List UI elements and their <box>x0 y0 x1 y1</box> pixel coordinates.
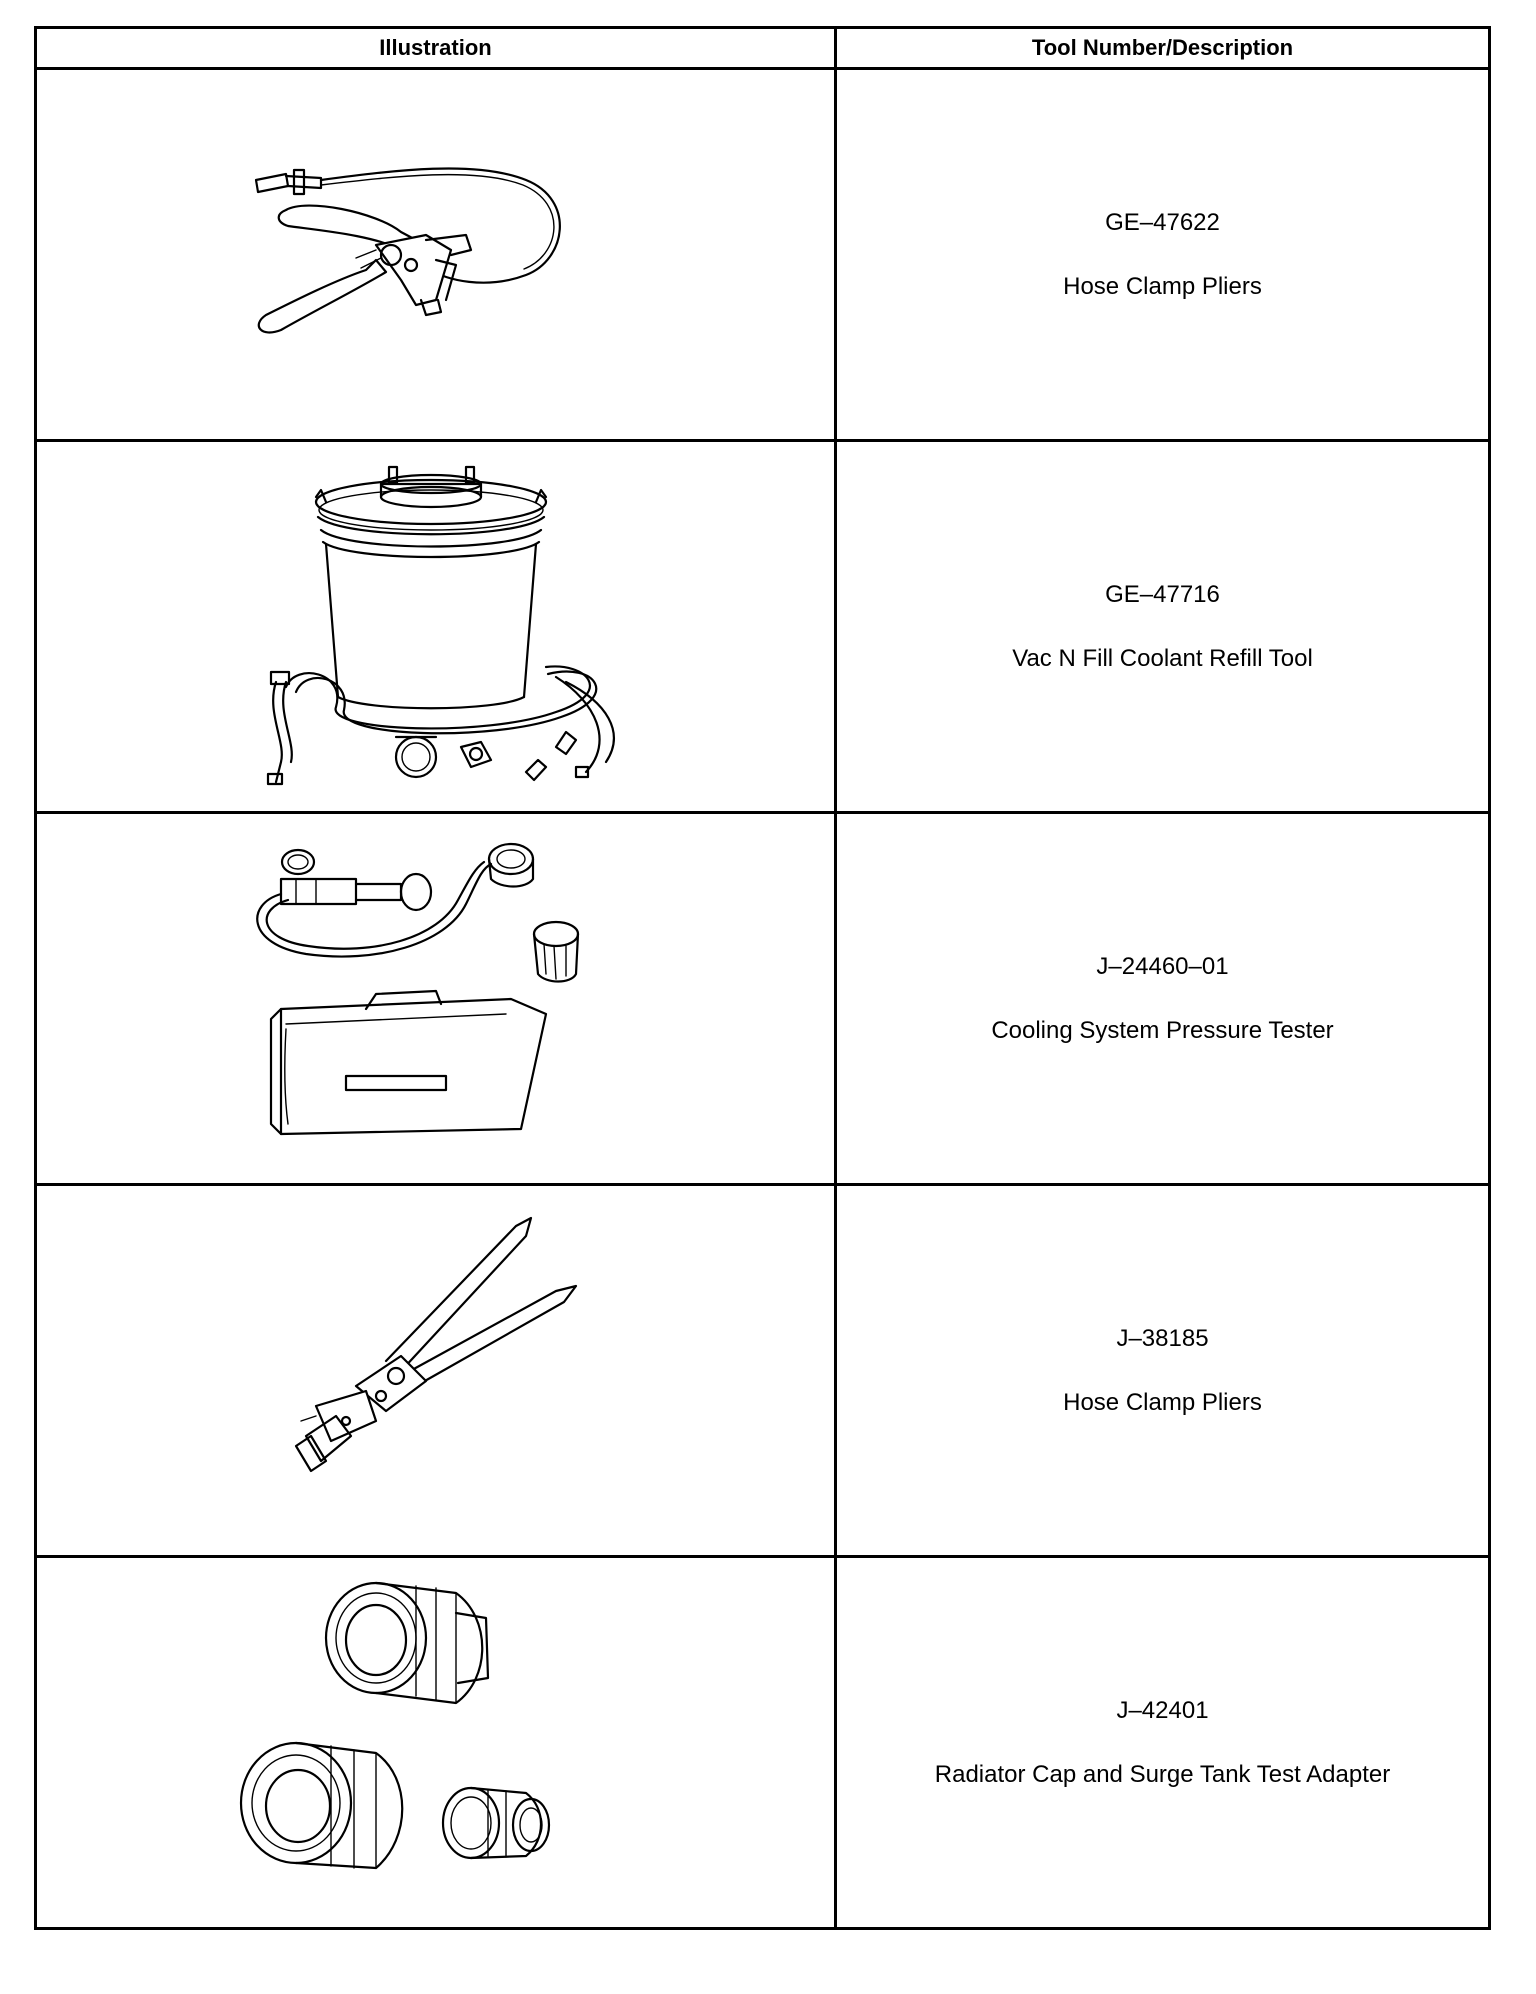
tool-description: Hose Clamp Pliers <box>1063 1388 1262 1416</box>
hose-clamp-pliers-icon <box>294 1216 577 1472</box>
tool-description: Radiator Cap and Surge Tank Test Adapter <box>934 1760 1391 1788</box>
table-row: GE–47716 Vac N Fill Coolant Refill Tool <box>34 439 1491 814</box>
illustration-cell <box>34 1183 837 1558</box>
header-tool-number-description: Tool Number/Description <box>834 26 1491 70</box>
tool-number: GE–47622 <box>1105 208 1220 236</box>
tool-table: Illustration Tool Number/Description <box>34 26 1491 1930</box>
description-cell: J–24460–01 Cooling System Pressure Teste… <box>834 811 1491 1186</box>
table-header-row: Illustration Tool Number/Description <box>34 26 1491 70</box>
tool-description: Hose Clamp Pliers <box>1063 272 1262 300</box>
tool-number: J–24460–01 <box>1096 952 1229 980</box>
pressure-tester-kit-icon <box>255 842 579 1135</box>
tool-number: J–38185 <box>1116 1324 1209 1352</box>
description-cell: GE–47716 Vac N Fill Coolant Refill Tool <box>834 439 1491 814</box>
tool-number: GE–47716 <box>1105 580 1220 608</box>
tool-description: Vac N Fill Coolant Refill Tool <box>1012 644 1313 672</box>
description-cell: J–42401 Radiator Cap and Surge Tank Test… <box>834 1555 1491 1930</box>
description-cell: GE–47622 Hose Clamp Pliers <box>834 67 1491 442</box>
header-illustration: Illustration <box>34 26 837 70</box>
table-row: J–24460–01 Cooling System Pressure Teste… <box>34 811 1491 1186</box>
illustration-cell <box>34 439 837 814</box>
description-cell: J–38185 Hose Clamp Pliers <box>834 1183 1491 1558</box>
table-row: GE–47622 Hose Clamp Pliers <box>34 67 1491 442</box>
illustration-cell <box>34 811 837 1186</box>
tool-number: J–42401 <box>1116 1696 1209 1724</box>
tool-description: Cooling System Pressure Tester <box>991 1016 1334 1044</box>
vac-n-fill-bucket-icon <box>266 465 615 785</box>
hose-clamp-pliers-cable-icon <box>254 166 561 334</box>
table-row: J–38185 Hose Clamp Pliers <box>34 1183 1491 1558</box>
table-row: J–42401 Radiator Cap and Surge Tank Test… <box>34 1555 1491 1930</box>
illustration-cell <box>34 1555 837 1930</box>
illustration-cell <box>34 67 837 442</box>
test-adapters-icon <box>239 1581 550 1869</box>
